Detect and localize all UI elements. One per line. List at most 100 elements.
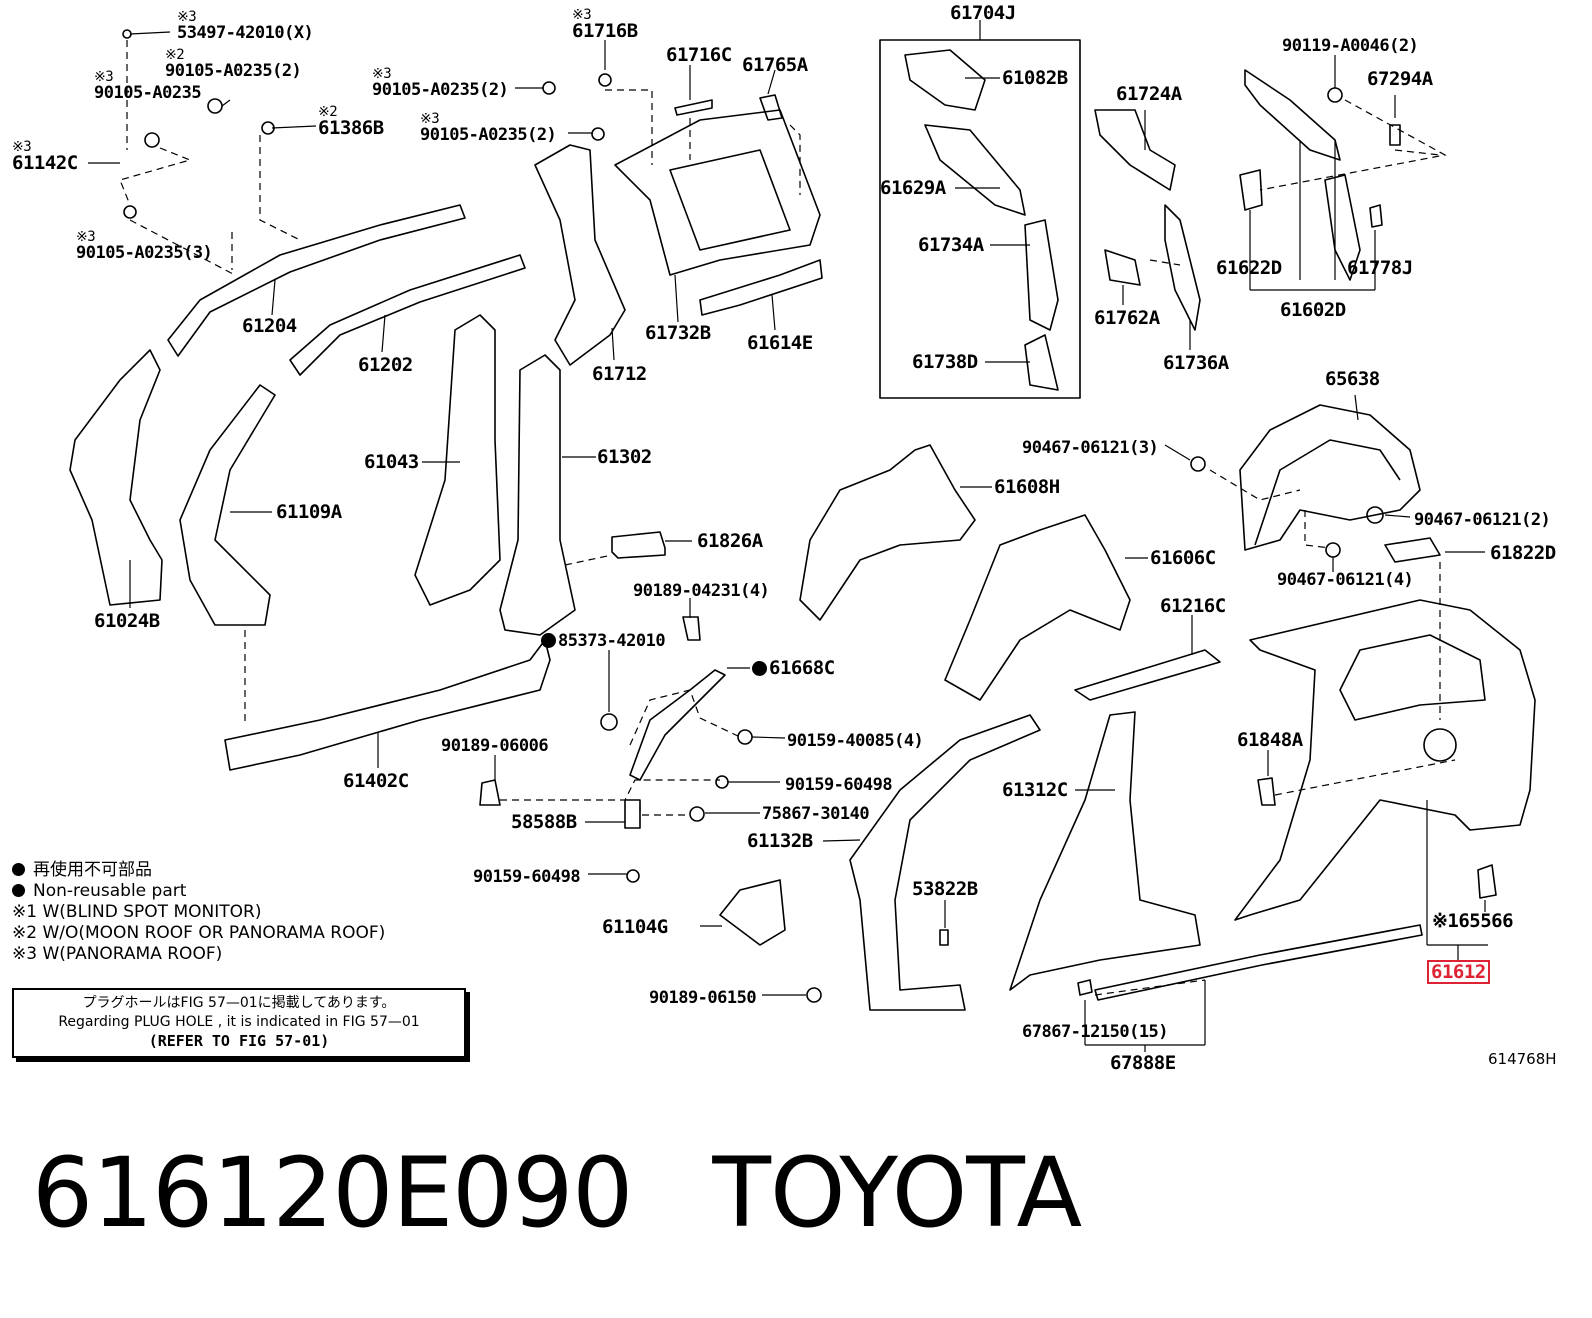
callout-61606c[interactable]: 61606C [1150, 547, 1216, 569]
callout-61024b[interactable]: 61024B [94, 610, 160, 632]
variant-note-mark: ※3 [372, 66, 392, 82]
part-number-text: 61216C [1160, 595, 1226, 617]
part-number-text: 61822D [1490, 542, 1556, 564]
callout-58588b[interactable]: 58588B [511, 811, 577, 833]
callout-85373-42010[interactable]: 85373-42010 [541, 630, 666, 652]
callout-67888e[interactable]: 67888E [1110, 1052, 1176, 1074]
callout-90189-04231-4[interactable]: 90189-04231(4) [633, 580, 770, 602]
part-number-text: 53822B [912, 878, 978, 900]
callout-61732b[interactable]: 61732B [645, 322, 711, 344]
callout-53822b[interactable]: 53822B [912, 878, 978, 900]
callout-61109a[interactable]: 61109A [276, 501, 342, 523]
callout-61765a[interactable]: 61765A [742, 54, 808, 76]
part-number-text: 90105-A0235(3) [76, 243, 213, 263]
callout-61202[interactable]: 61202 [358, 354, 413, 376]
callout-61204[interactable]: 61204 [242, 315, 297, 337]
callout-61716c[interactable]: 61716C [666, 44, 732, 66]
part-number-text: 61104G [602, 916, 668, 938]
callout-61608h[interactable]: 61608H [994, 476, 1060, 498]
callout-165566[interactable]: ※165566 [1432, 910, 1514, 932]
part-61608H [799, 444, 976, 621]
part-number-text: 61614E [747, 332, 813, 354]
part-61602D [1244, 69, 1341, 161]
part-61732B [614, 109, 821, 276]
part-61202 [289, 254, 526, 376]
callout-61734a[interactable]: 61734A [918, 234, 984, 256]
callout-61614e[interactable]: 61614E [747, 332, 813, 354]
part-number-text: 90189-06150 [649, 988, 757, 1008]
callout-61132b[interactable]: 61132B [747, 830, 813, 852]
callout-61848a[interactable]: 61848A [1237, 729, 1303, 751]
nonreusable-dot-icon [752, 661, 767, 676]
part-number-text: 61402C [343, 770, 409, 792]
callout-90159-60498[interactable]: 90159-60498 [785, 774, 893, 796]
callout-90159-60498[interactable]: 90159-60498 [473, 866, 581, 888]
part-number-text: 61778J [1347, 257, 1413, 279]
note-reference[interactable]: (REFER TO FIG 57-01) [148, 1032, 330, 1050]
callout-61312c[interactable]: 61312C [1002, 779, 1068, 801]
callout-61738d[interactable]: 61738D [912, 351, 978, 373]
callout-61668c[interactable]: 61668C [752, 657, 835, 679]
callout-61629a[interactable]: 61629A [880, 177, 946, 199]
callout-61704j[interactable]: 61704J [950, 2, 1016, 24]
part-67888E [1094, 924, 1423, 1001]
callout-61712[interactable]: 61712 [592, 363, 647, 385]
part-number-text: 58588B [511, 811, 577, 833]
part-number-text: 90159-60498 [785, 775, 893, 795]
callout-61778j[interactable]: 61778J [1347, 257, 1413, 279]
callout-61104g[interactable]: 61104G [602, 916, 668, 938]
callout-61602d[interactable]: 61602D [1280, 299, 1346, 321]
callout-61622d[interactable]: 61622D [1216, 257, 1282, 279]
part-number-text: 90105-A0235(2) [420, 125, 557, 145]
callout-61402c[interactable]: 61402C [343, 770, 409, 792]
callout-61822d[interactable]: 61822D [1490, 542, 1556, 564]
callout-67294a[interactable]: 67294A [1367, 68, 1433, 90]
part-number-text: 90189-06006 [441, 736, 549, 756]
callout-90467-06121-3[interactable]: 90467-06121(3) [1022, 437, 1159, 459]
part-61606C [944, 514, 1131, 701]
callout-90119-a0046-2[interactable]: 90119-A0046(2) [1282, 35, 1419, 57]
part-number-text: 90189-04231(4) [633, 581, 770, 601]
part-number-text: 53497-42010(X) [177, 23, 314, 43]
callout-90467-06121-4[interactable]: 90467-06121(4) [1277, 569, 1414, 591]
part-61302 [499, 354, 576, 636]
callout-61826a[interactable]: 61826A [697, 530, 763, 552]
callout-90189-06006[interactable]: 90189-06006 [441, 735, 549, 757]
part-61109A [179, 384, 276, 626]
part-number-text: 61302 [597, 446, 652, 468]
callout-61216c[interactable]: 61216C [1160, 595, 1226, 617]
legend-en-text: Non-reusable part [33, 881, 187, 901]
nonreusable-dot-icon [12, 863, 25, 876]
legend-note-3: ※3 W(PANORAMA ROOF) [12, 944, 223, 964]
part-61712 [534, 144, 626, 366]
callout-61043[interactable]: 61043 [364, 451, 419, 473]
callout-61302[interactable]: 61302 [597, 446, 652, 468]
legend-note-1: ※1 W(BLIND SPOT MONITOR) [12, 902, 262, 922]
part-61826A [611, 531, 666, 559]
callout-67867-12150-15[interactable]: 67867-12150(15) [1022, 1021, 1169, 1043]
callout-61736a[interactable]: 61736A [1163, 352, 1229, 374]
callout-61724a[interactable]: 61724A [1116, 83, 1182, 105]
callout-65638[interactable]: 65638 [1325, 368, 1380, 390]
callout-61082b[interactable]: 61082B [1002, 67, 1068, 89]
part-number-text: 61736A [1163, 352, 1229, 374]
callout-75867-30140[interactable]: 75867-30140 [762, 803, 870, 825]
callout-61612[interactable]: 61612 [1427, 960, 1490, 984]
plug-hole-note-box: プラグホールはFIG 57—01に掲載してあります。 Regarding PLU… [12, 988, 466, 1058]
callout-90159-40085-4[interactable]: 90159-40085(4) [787, 730, 924, 752]
nonreusable-dot-icon [12, 884, 25, 897]
callout-90467-06121-2[interactable]: 90467-06121(2) [1414, 509, 1551, 531]
callout-90189-06150[interactable]: 90189-06150 [649, 987, 757, 1009]
callout-61762a[interactable]: 61762A [1094, 307, 1160, 329]
part-number-text: 61848A [1237, 729, 1303, 751]
